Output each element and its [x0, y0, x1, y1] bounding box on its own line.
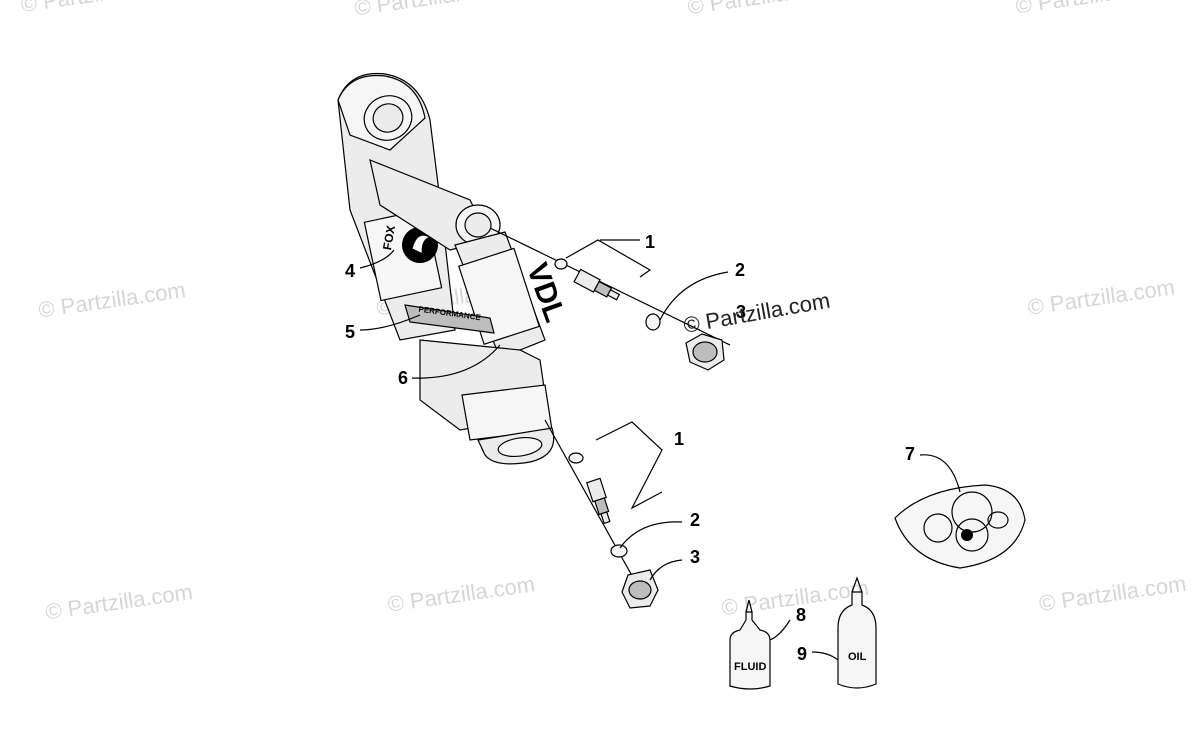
oil-bottle-label: OIL	[848, 651, 867, 663]
lower-eyelet-hole	[497, 436, 543, 458]
watermark: © Partzilla.com	[1037, 571, 1187, 616]
callout-1-top: 1	[645, 232, 655, 252]
callout-4: 4	[345, 261, 355, 281]
watermark: © Partzilla.com	[19, 0, 169, 17]
watermark: © Partzilla.com	[1026, 274, 1176, 319]
lower-valve-cap	[621, 569, 659, 609]
oil-bottle: OIL	[837, 576, 877, 689]
watermark: © Partzilla.com	[386, 571, 536, 616]
callout-3-bottom: 3	[690, 547, 700, 567]
upper-valve-core	[573, 268, 621, 301]
callout-6: 6	[398, 368, 408, 388]
watermark: © Partzilla.com	[1014, 0, 1164, 19]
upper-o-ring	[554, 258, 568, 270]
callout-1-bottom: 1	[674, 429, 684, 449]
decal-dot	[961, 529, 973, 541]
callout-5: 5	[345, 322, 355, 342]
watermark: © Partzilla.com	[44, 579, 194, 624]
watermark: © Partzilla.com	[37, 277, 187, 322]
watermark: © Partzilla.com	[686, 0, 836, 19]
callout-3-top: 3	[736, 302, 746, 322]
callout-9: 9	[797, 644, 807, 664]
lower-o-ring	[568, 452, 584, 464]
performance-band	[404, 304, 495, 334]
callout-8: 8	[796, 605, 806, 625]
callout-1-bottom-bracket	[595, 421, 663, 510]
watermark: © Partzilla.com	[353, 0, 503, 21]
callout-2-bottom: 2	[690, 510, 700, 530]
callout-2-top: 2	[735, 260, 745, 280]
lower-washer	[610, 544, 628, 558]
lower-valve-core	[585, 477, 611, 525]
callout-1-top-bracket	[565, 239, 652, 278]
body-eyelet-hole	[464, 212, 492, 238]
fluid-bottle-label: FLUID	[734, 661, 766, 673]
reservoir-brand-text: FOX	[380, 224, 398, 251]
leader-line	[489, 227, 731, 346]
leader-line	[544, 419, 641, 591]
center-watermark: © Partzilla.com	[682, 288, 832, 338]
upper-washer	[645, 313, 661, 331]
callout-numbers: 1 2 3 4 5 6 1 2 3 7 8 9	[345, 232, 915, 664]
reservoir-eyelet-hole	[372, 103, 404, 133]
callout-leaders	[359, 249, 961, 661]
decal-sheet	[894, 484, 1026, 569]
upper-valve-assembly	[489, 227, 731, 371]
lower-valve-assembly	[544, 419, 663, 609]
upper-valve-cap	[685, 333, 725, 371]
shock-absorber: FOX VDL PERFORMANCE	[337, 72, 572, 465]
fluid-bottle: FLUID	[729, 599, 771, 690]
callout-7: 7	[905, 444, 915, 464]
